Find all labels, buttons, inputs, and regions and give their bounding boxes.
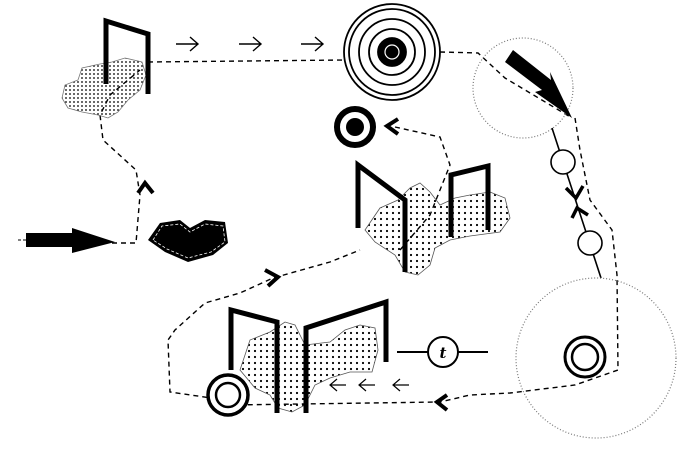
right-arrows bbox=[176, 36, 325, 52]
black-heart-shape bbox=[148, 220, 228, 262]
arrow-left-icon bbox=[329, 378, 346, 392]
chevron-up-icon bbox=[570, 205, 589, 219]
vertical-connector bbox=[550, 127, 603, 279]
chevron-up-icon bbox=[136, 179, 155, 195]
start-arrow-icon bbox=[26, 228, 115, 253]
arrow-left-icon bbox=[392, 378, 409, 392]
top-flow-path bbox=[147, 51, 573, 119]
bottom-gate bbox=[228, 298, 389, 413]
arrow-right-icon bbox=[301, 36, 325, 52]
double-circle-icon bbox=[563, 335, 607, 379]
arrow-left-icon bbox=[358, 378, 375, 392]
gate-frame bbox=[448, 162, 491, 237]
gate-frame bbox=[228, 306, 280, 413]
chevron-left-icon bbox=[383, 117, 400, 136]
dashed-flow-paths bbox=[99, 51, 619, 406]
dotted-blob bbox=[364, 182, 511, 276]
bullseye-icon bbox=[334, 106, 376, 148]
node-circle bbox=[577, 230, 603, 256]
top-left-gate bbox=[61, 17, 151, 119]
double-circle-icon bbox=[206, 373, 250, 417]
gate-frame bbox=[103, 17, 151, 94]
concentric-target-icon bbox=[343, 3, 441, 101]
chevron-right-icon bbox=[264, 268, 282, 288]
timer-label: t bbox=[440, 344, 447, 362]
arrow-right-icon bbox=[176, 36, 200, 52]
left-loop-path bbox=[167, 249, 361, 401]
large-arrow-icon bbox=[505, 50, 572, 118]
chevron-down-icon bbox=[564, 185, 585, 201]
dotted-blob bbox=[239, 321, 379, 413]
dotted-zone-circle bbox=[515, 277, 677, 439]
gate-frame bbox=[303, 298, 389, 413]
start-flow-path bbox=[99, 69, 141, 244]
heart-outline bbox=[152, 223, 226, 259]
timer-node: t bbox=[397, 336, 488, 368]
chevron-left-icon bbox=[433, 393, 449, 412]
node-circle bbox=[550, 149, 576, 175]
right-flow-path bbox=[229, 117, 619, 406]
arrow-right-icon bbox=[239, 36, 263, 52]
dotted-zone-circle bbox=[472, 37, 574, 139]
left-arrows bbox=[329, 378, 409, 392]
gate-frame bbox=[355, 160, 408, 272]
middle-gate bbox=[355, 160, 511, 276]
